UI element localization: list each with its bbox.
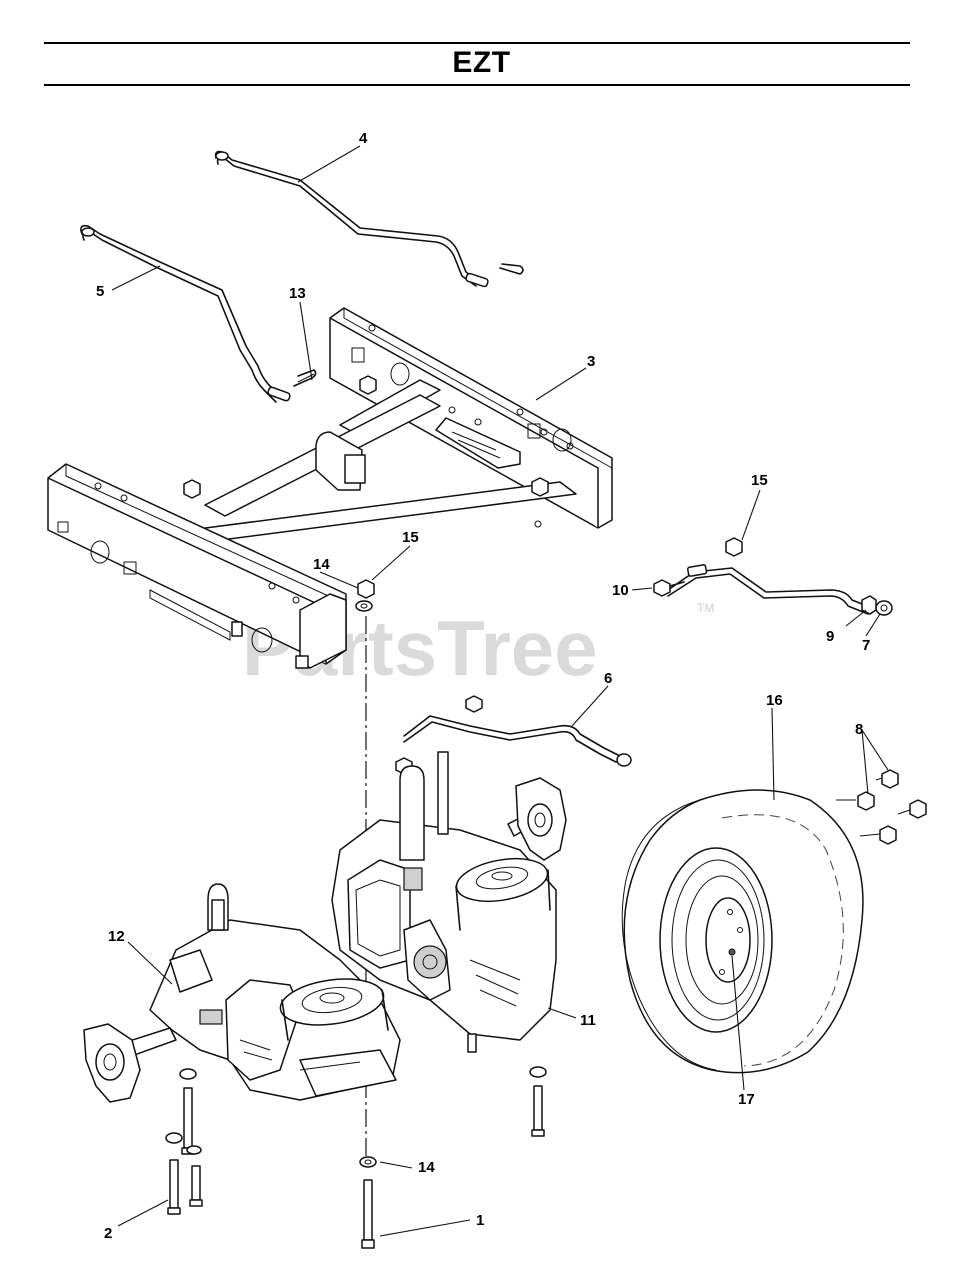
callout-11: 11 (580, 1012, 596, 1029)
part-1-bolt[interactable] (361, 1179, 375, 1249)
callout-5: 5 (96, 283, 104, 300)
callout-14-lower: 14 (418, 1159, 435, 1176)
part-12-left-transaxle[interactable] (83, 883, 401, 1103)
part-11-right-transaxle[interactable] (331, 751, 567, 1053)
callout-3: 3 (587, 353, 595, 370)
callout-12: 12 (108, 928, 125, 945)
callout-7: 7 (862, 637, 870, 654)
header-bottom-rule (44, 84, 910, 86)
part-6-linkage-rod[interactable] (395, 695, 632, 775)
callout-leader-lines (111, 145, 889, 1237)
part-17-rim[interactable] (659, 847, 773, 1033)
header-top-rule (44, 42, 910, 44)
callout-13: 13 (289, 285, 306, 302)
callout-14-upper: 14 (313, 556, 330, 573)
part-3-frame-assembly[interactable] (47, 307, 613, 669)
callout-2: 2 (104, 1225, 112, 1242)
part-7-ball-joint[interactable] (875, 600, 893, 616)
callout-10: 10 (612, 582, 629, 599)
callout-numbers: 4 5 13 3 15 14 15 10 9 7 6 16 8 12 11 17… (96, 130, 870, 1242)
callout-16: 16 (766, 692, 783, 709)
callout-9: 9 (826, 628, 834, 645)
callout-15-right: 15 (751, 472, 768, 489)
part-bolt-right[interactable] (529, 1066, 547, 1137)
callout-8: 8 (855, 721, 863, 738)
part-14-washer-upper[interactable] (355, 600, 373, 612)
callout-1: 1 (476, 1212, 484, 1229)
part-13-cotter-pin[interactable] (293, 369, 317, 387)
callout-6: 6 (604, 670, 612, 687)
part-10-bolt[interactable] (653, 579, 685, 597)
part-5-control-rod[interactable] (80, 224, 291, 403)
part-9-jam-nut[interactable] (861, 595, 877, 615)
watermark-trademark: TM (697, 601, 714, 615)
callout-4: 4 (359, 130, 368, 147)
part-2-bolts[interactable] (165, 1068, 203, 1215)
part-linkage-rod-right[interactable] (667, 564, 873, 615)
part-4-control-rod[interactable] (214, 150, 524, 288)
page-title: EZT (452, 46, 511, 79)
part-15-nut-right[interactable] (725, 537, 743, 557)
part-8-lug-nuts[interactable] (836, 769, 927, 845)
callout-17: 17 (738, 1091, 755, 1108)
part-14-washer-lower[interactable] (359, 1156, 377, 1168)
part-15-nut-upper[interactable] (357, 579, 375, 599)
callout-15-frame: 15 (402, 529, 419, 546)
